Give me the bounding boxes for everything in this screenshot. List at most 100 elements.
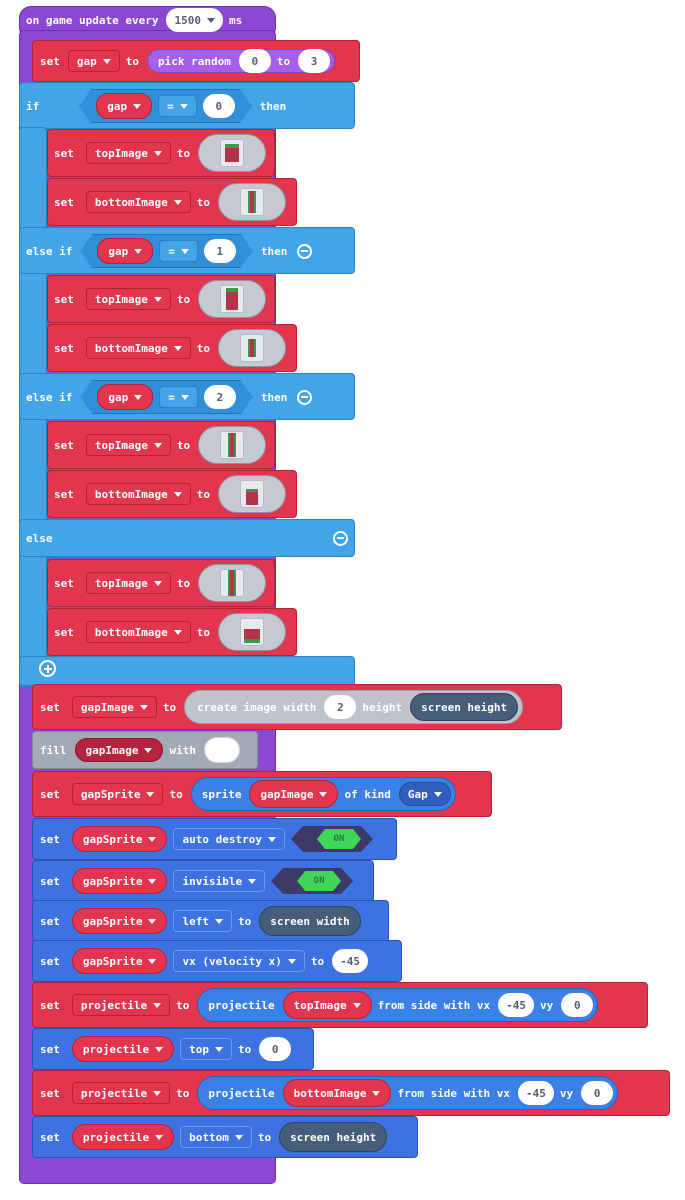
fill-image-row: fill gapImage with — [40, 737, 240, 763]
else-row: else — [26, 529, 348, 547]
projectile-from-side-block[interactable]: projectile bottomImage from side with vx… — [197, 1076, 619, 1110]
var-dropdown-projectile[interactable]: projectile — [71, 994, 171, 1016]
dropdown-caret-icon — [181, 395, 189, 400]
var-dropdown-gap[interactable]: gap — [67, 50, 120, 72]
color-picker[interactable] — [203, 737, 240, 763]
screen-width-block[interactable]: screen width — [259, 906, 361, 936]
var-gapSprite[interactable]: gapSprite — [71, 948, 168, 974]
image-picker[interactable] — [198, 564, 267, 602]
set-label: set — [40, 874, 60, 888]
to-label: to — [310, 954, 325, 968]
projectile-from-side-block[interactable]: projectile topImage from side with vx -4… — [197, 988, 599, 1022]
var-gap[interactable]: gap — [97, 384, 153, 410]
random-max-input[interactable]: 3 — [298, 49, 331, 73]
var-dropdown-topImage[interactable]: topImage — [85, 142, 171, 164]
var-topImage[interactable]: topImage — [282, 991, 372, 1019]
dropdown-caret-icon — [155, 1134, 164, 1140]
image-picker[interactable] — [217, 329, 286, 367]
pipe-image-thumbnail — [220, 285, 245, 313]
var-gapImage[interactable]: gapImage — [74, 738, 164, 762]
dropdown-caret-icon — [133, 104, 141, 109]
operator-dropdown[interactable]: = — [159, 240, 198, 262]
vx-input[interactable]: -45 — [518, 1081, 554, 1105]
var-dropdown-bottomImage[interactable]: bottomImage — [85, 337, 191, 359]
vy-input[interactable]: 0 — [581, 1081, 614, 1105]
dropdown-caret-icon — [153, 1090, 162, 1096]
create-sprite-block[interactable]: sprite gapImage of kind Gap — [190, 777, 456, 811]
var-gap[interactable]: gap — [97, 238, 153, 264]
on-off-toggle[interactable]: ON — [291, 826, 373, 852]
of-kind-label: of kind — [344, 787, 391, 801]
var-dropdown-topImage[interactable]: topImage — [85, 288, 171, 310]
remove-branch-icon[interactable] — [297, 389, 313, 405]
remove-branch-icon[interactable] — [297, 243, 313, 259]
var-dropdown-topImage[interactable]: topImage — [85, 434, 171, 456]
property-dropdown-left[interactable]: left — [173, 910, 232, 932]
property-dropdown-bottom[interactable]: bottom — [180, 1126, 252, 1148]
property-dropdown-top[interactable]: top — [180, 1038, 232, 1060]
remove-branch-icon[interactable] — [333, 530, 348, 546]
image-width-input[interactable]: 2 — [324, 695, 357, 719]
var-projectile[interactable]: projectile — [71, 1124, 175, 1150]
var-gapSprite[interactable]: gapSprite — [71, 826, 168, 852]
image-picker[interactable] — [217, 613, 286, 651]
var-dropdown-bottomImage[interactable]: bottomImage — [85, 621, 191, 643]
vy-label: vy — [559, 1086, 574, 1100]
operator-dropdown[interactable]: = — [158, 95, 197, 117]
set-projectile-bottom-row: set projectile to projectile bottomImage… — [40, 1076, 624, 1110]
operator-dropdown[interactable]: = — [159, 386, 198, 408]
var-gapImage[interactable]: gapImage — [249, 780, 339, 808]
var-dropdown-gapImage[interactable]: gapImage — [71, 696, 157, 718]
flag-dropdown[interactable]: invisible — [173, 870, 266, 892]
if-row: if gap = 0 then — [26, 89, 294, 123]
condition-gap-eq-1[interactable]: gap = 1 — [80, 234, 253, 268]
screen-height-block[interactable]: screen height — [279, 1122, 388, 1152]
to-label: to — [276, 54, 291, 68]
image-picker[interactable] — [217, 475, 286, 513]
compare-input[interactable]: 0 — [203, 94, 235, 118]
condition-gap-eq-0[interactable]: gap = 0 — [79, 89, 252, 123]
else-bar[interactable] — [19, 519, 355, 557]
image-picker[interactable] — [217, 183, 286, 221]
set-bottomImage-row: set bottomImage to — [54, 613, 286, 651]
var-gapSprite[interactable]: gapSprite — [71, 908, 168, 934]
add-branch-icon[interactable] — [39, 660, 56, 677]
screen-height-block[interactable]: screen height — [410, 693, 519, 721]
compare-input[interactable]: 2 — [204, 385, 236, 409]
random-min-input[interactable]: 0 — [238, 49, 271, 73]
property-dropdown-vx[interactable]: vx (velocity x) — [173, 950, 305, 972]
image-picker[interactable] — [198, 426, 267, 464]
var-gap[interactable]: gap — [96, 93, 152, 119]
top-value-input[interactable]: 0 — [259, 1037, 292, 1061]
interval-input[interactable]: 1500 — [166, 8, 223, 32]
var-dropdown-bottomImage[interactable]: bottomImage — [85, 483, 191, 505]
set-flag-auto-destroy-row: set gapSprite auto destroy ON — [40, 826, 373, 852]
image-picker[interactable] — [198, 280, 267, 318]
pick-random-block[interactable]: pick random 0 to 3 — [147, 49, 336, 73]
dropdown-caret-icon — [180, 104, 188, 109]
dropdown-caret-icon — [206, 17, 215, 23]
pipe-image-thumbnail — [239, 188, 264, 216]
image-picker[interactable] — [198, 134, 267, 172]
create-image-block[interactable]: create image width 2 height screen heigh… — [184, 690, 524, 724]
compare-input[interactable]: 1 — [204, 239, 236, 263]
var-dropdown-gapSprite[interactable]: gapSprite — [71, 783, 164, 805]
flag-dropdown[interactable]: auto destroy — [173, 828, 285, 850]
vx-input[interactable]: -45 — [498, 993, 535, 1017]
dropdown-caret-icon — [146, 791, 155, 797]
set-gapSprite-row: set gapSprite to sprite gapImage of kind… — [40, 777, 462, 811]
vx-input[interactable]: -45 — [332, 949, 368, 973]
var-dropdown-projectile[interactable]: projectile — [71, 1082, 171, 1104]
condition-gap-eq-2[interactable]: gap = 2 — [80, 380, 253, 414]
var-dropdown-topImage[interactable]: topImage — [85, 572, 171, 594]
vy-input[interactable]: 0 — [561, 993, 594, 1017]
pipe-image-thumbnail — [220, 139, 245, 167]
kind-dropdown[interactable]: Gap — [398, 782, 451, 806]
var-bottomImage[interactable]: bottomImage — [282, 1079, 392, 1107]
pipe-image-thumbnail — [239, 480, 264, 508]
on-off-toggle[interactable]: ON — [271, 868, 353, 894]
var-dropdown-bottomImage[interactable]: bottomImage — [85, 191, 191, 213]
var-projectile[interactable]: projectile — [71, 1036, 175, 1062]
dropdown-caret-icon — [134, 249, 142, 254]
var-gapSprite[interactable]: gapSprite — [71, 868, 168, 894]
